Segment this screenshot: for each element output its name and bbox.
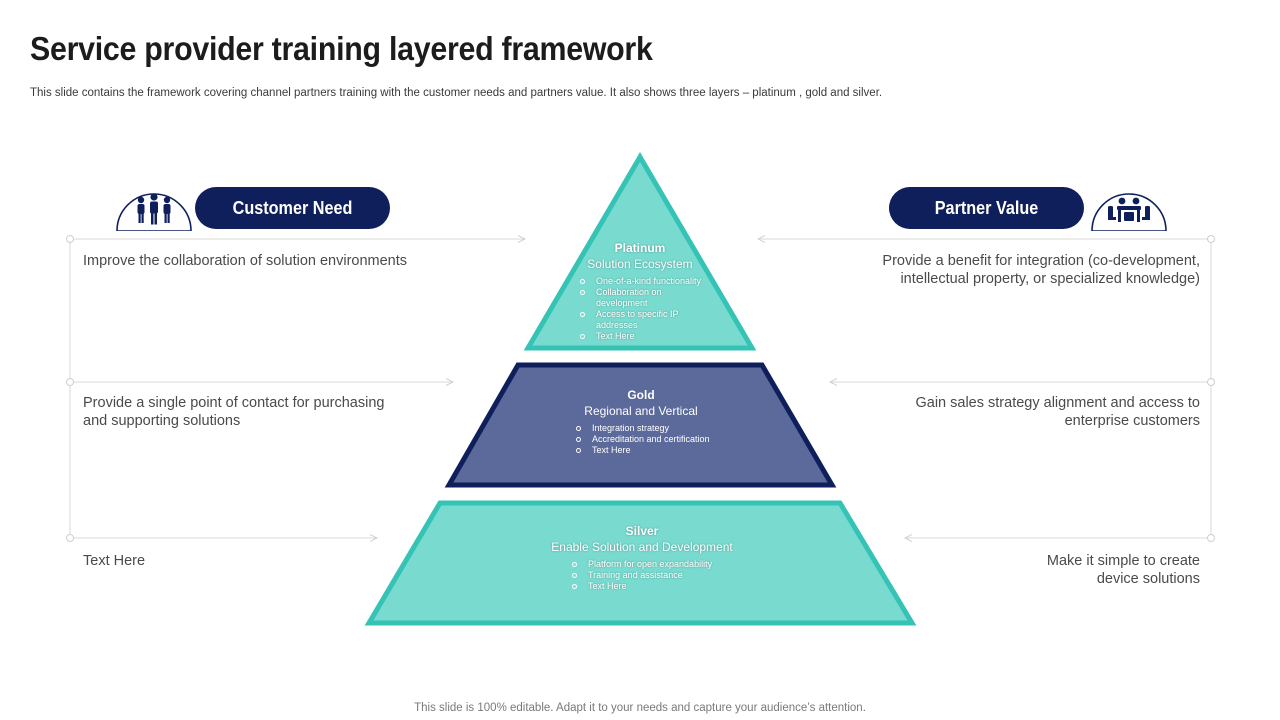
platinum-points: One-of-a-kind functionality Collaboratio… xyxy=(578,276,706,342)
platinum-point-1: One-of-a-kind functionality xyxy=(578,276,706,287)
platinum-layer: Platinum Solution Ecosystem One-of-a-kin… xyxy=(560,241,720,342)
left-node-1 xyxy=(66,235,74,243)
customer-need-button[interactable]: Customer Need xyxy=(195,187,390,229)
left-connectors xyxy=(66,235,526,542)
platinum-point-2: Collaboration on development xyxy=(578,287,706,309)
gold-points: Integration strategy Accreditation and c… xyxy=(574,423,724,456)
gold-point-3: Text Here xyxy=(574,445,724,456)
gold-point-1: Integration strategy xyxy=(574,423,724,434)
meeting-table-icon xyxy=(1091,193,1167,232)
right-node-3 xyxy=(1207,534,1215,542)
right-node-2 xyxy=(1207,378,1215,386)
gold-point-2: Accreditation and certification xyxy=(574,434,724,445)
customer-need-item-1: Improve the collaboration of solution en… xyxy=(83,253,408,269)
silver-title: Silver xyxy=(625,524,659,538)
slide-title: Service provider training layered framew… xyxy=(30,30,653,67)
gold-layer: Gold Regional and Vertical Integration s… xyxy=(560,388,722,456)
right-node-1 xyxy=(1207,235,1215,243)
silver-layer: Silver Enable Solution and Development P… xyxy=(542,524,742,592)
platinum-point-4: Text Here xyxy=(578,331,706,342)
partner-value-item-1: Provide a benefit for integration (co-de… xyxy=(882,253,1200,287)
platinum-point-3: Access to specific IP addresses xyxy=(578,309,706,331)
gold-subtitle: Regional and Vertical xyxy=(584,404,698,418)
gold-layer-shape xyxy=(444,362,837,488)
partner-value-item-2: Gain sales strategy alignment and access… xyxy=(915,395,1200,429)
partner-value-icon-box xyxy=(1089,191,1169,232)
left-node-3 xyxy=(66,534,74,542)
partner-value-button[interactable]: Partner Value xyxy=(889,187,1084,229)
silver-layer-shape xyxy=(364,500,917,626)
partner-value-label: Partner Value xyxy=(934,198,1039,218)
silver-point-3: Text Here xyxy=(570,581,730,592)
platinum-title: Platinum xyxy=(614,241,666,255)
left-node-2 xyxy=(66,378,74,386)
platinum-subtitle: Solution Ecosystem xyxy=(587,257,693,271)
silver-point-2: Training and assistance xyxy=(570,570,730,581)
slide-footer: This slide is 100% editable. Adapt it to… xyxy=(414,702,866,714)
slide-subtitle: This slide contains the framework coveri… xyxy=(30,87,883,99)
customer-need-icon-box xyxy=(114,191,194,232)
gold-title: Gold xyxy=(627,388,655,402)
silver-point-1: Platform for open expandability xyxy=(570,559,730,570)
partner-value-item-3: Make it simple to create device solution… xyxy=(1046,553,1200,587)
silver-subtitle: Enable Solution and Development xyxy=(551,540,733,554)
customer-need-item-2: Provide a single point of contact for pu… xyxy=(83,395,385,429)
customer-need-label: Customer Need xyxy=(232,198,353,218)
customer-need-item-3: Text Here xyxy=(83,553,146,569)
right-connectors xyxy=(758,235,1215,542)
team-people-icon xyxy=(116,193,192,232)
platinum-layer-shape xyxy=(523,152,757,351)
silver-points: Platform for open expandability Training… xyxy=(570,559,730,592)
